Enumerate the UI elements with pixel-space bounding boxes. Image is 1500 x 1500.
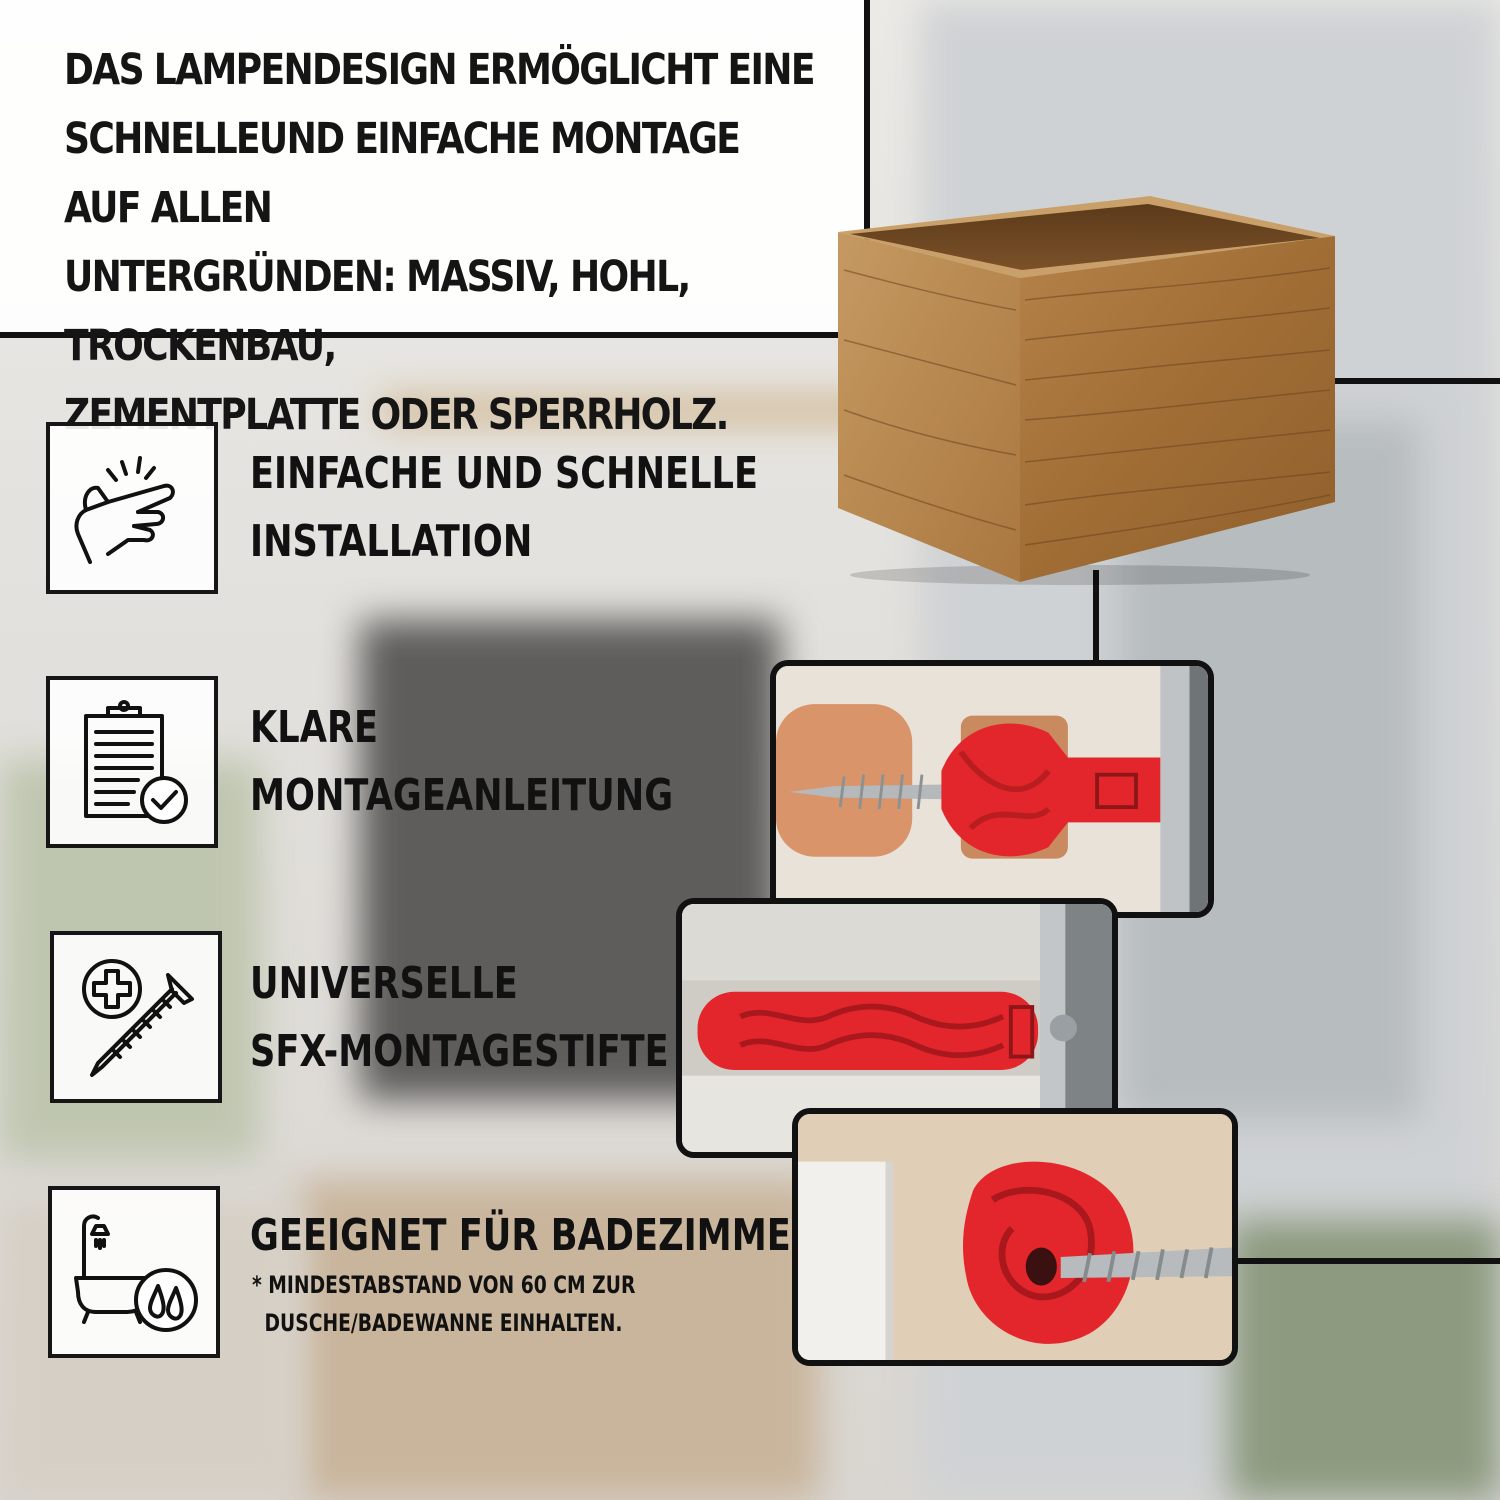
headline-panel: DAS LAMPENDESIGN ERMÖGLICHT EINE SCHNELL… (0, 0, 870, 440)
feature-4-line-1: GEEIGNET FÜR BADEZIMMER (250, 1210, 818, 1261)
headline-text: DAS LAMPENDESIGN ERMÖGLICHT EINE SCHNELL… (64, 36, 820, 450)
feature-icon-box-3 (50, 931, 222, 1103)
finger-snap-icon (74, 456, 175, 564)
note-line-1: * MINDESTABSTAND VON 60 CM ZUR (252, 1271, 636, 1299)
feature-text-1: EINFACHE UND SCHNELLE INSTALLATION (250, 440, 758, 576)
feature-icon-box-4 (48, 1186, 220, 1358)
headline-line-1: DAS LAMPENDESIGN ERMÖGLICHT EINE (64, 45, 816, 95)
feature-2-line-2: MONTAGEANLEITUNG (250, 770, 674, 821)
note-line-2: DUSCHE/BADEWANNE EINHALTEN. (264, 1309, 623, 1337)
hollow-wall-anchor-image (776, 666, 1208, 912)
bathtub-water-icon (74, 1214, 198, 1332)
feature-icon-box-1 (46, 422, 218, 594)
divider-line-bottom-right (1235, 1258, 1500, 1264)
feature-1-line-2: INSTALLATION (250, 516, 533, 567)
anchor-photo-expanded (792, 1108, 1238, 1366)
feature-3-line-1: UNIVERSELLE (250, 958, 518, 1009)
clipboard-check-icon (84, 700, 188, 824)
divider-line-vertical (1093, 570, 1099, 665)
feature-text-4: GEEIGNET FÜR BADEZIMMER (250, 1202, 818, 1270)
screw-icon (82, 959, 194, 1077)
wooden-lamp-box-image (838, 196, 1335, 585)
anchor-photo-hollow-wall (770, 660, 1214, 918)
expanded-anchor-image (798, 1114, 1232, 1360)
feature-icon-box-2 (46, 676, 218, 848)
feature-text-3: UNIVERSELLE SFX-MONTAGESTIFTE (250, 950, 669, 1086)
feature-1-line-1: EINFACHE UND SCHNELLE (250, 448, 759, 499)
feature-text-2: KLARE MONTAGEANLEITUNG (250, 694, 673, 830)
feature-2-line-1: KLARE (250, 702, 379, 753)
divider-line-right (1335, 378, 1500, 384)
headline-line-2: SCHNELLEUND EINFACHE MONTAGE AUF ALLEN (64, 114, 741, 233)
feature-3-line-2: SFX-MONTAGESTIFTE (250, 1026, 669, 1077)
headline-line-3: UNTERGRÜNDEN: MASSIV, HOHL, TROCKENBAU, (64, 252, 691, 371)
bathroom-distance-note: * MINDESTABSTAND VON 60 CM ZUR DUSCHE/BA… (252, 1266, 635, 1342)
